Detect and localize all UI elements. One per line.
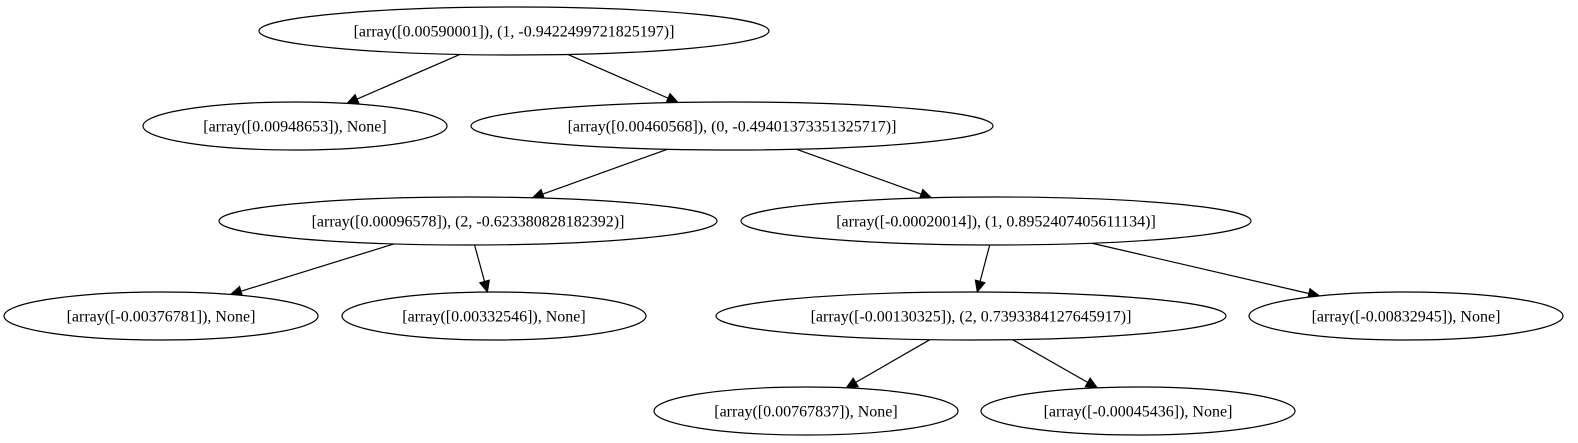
node-ellipse bbox=[1248, 291, 1564, 341]
edge-line bbox=[240, 243, 395, 292]
edge-line bbox=[796, 148, 922, 195]
edge-line bbox=[979, 244, 991, 282]
arrowhead-icon bbox=[345, 93, 360, 105]
node-label: [array([0.00767837]), None] bbox=[714, 404, 897, 421]
node-ellipse bbox=[142, 101, 448, 151]
arrowhead-icon bbox=[1084, 377, 1099, 389]
edge-line bbox=[855, 339, 931, 383]
node-ellipse bbox=[653, 386, 959, 436]
edge-n2-n4 bbox=[796, 148, 933, 200]
node-label: [array([-0.00045436]), None] bbox=[1044, 404, 1233, 421]
node-ellipse bbox=[218, 196, 718, 246]
edge-line bbox=[473, 244, 486, 282]
node-ellipse bbox=[740, 196, 1252, 246]
edge-line bbox=[356, 53, 461, 100]
node-ellipse bbox=[3, 291, 319, 341]
tree-node-n6: [array([0.00332546]), None] bbox=[341, 291, 647, 341]
edge-line bbox=[1012, 339, 1088, 383]
node-ellipse bbox=[258, 6, 770, 56]
arrowhead-icon bbox=[974, 279, 986, 294]
edge-n0-n1 bbox=[345, 53, 461, 105]
node-label: [array([-0.00376781]), None] bbox=[67, 309, 256, 326]
edge-n4-n8 bbox=[1091, 242, 1321, 299]
tree-node-n9: [array([0.00767837]), None] bbox=[653, 386, 959, 436]
node-label: [array([-0.00020014]), (1, 0.89524074056… bbox=[836, 214, 1156, 231]
tree-node-n10: [array([-0.00045436]), None] bbox=[980, 386, 1296, 436]
arrowhead-icon bbox=[845, 377, 860, 389]
edge-n7-n10 bbox=[1012, 339, 1099, 389]
node-label: [array([-0.00832945]), None] bbox=[1312, 309, 1501, 326]
node-label: [array([0.00948653]), None] bbox=[203, 119, 386, 136]
edge-n7-n9 bbox=[845, 339, 931, 389]
node-ellipse bbox=[470, 101, 994, 151]
edge-n0-n2 bbox=[567, 53, 680, 104]
node-label: [array([-0.00130325]), (2, 0.73933841276… bbox=[811, 309, 1132, 326]
node-ellipse bbox=[341, 291, 647, 341]
tree-node-n5: [array([-0.00376781]), None] bbox=[3, 291, 319, 341]
node-layer: [array([0.00590001]), (1, -0.94224997218… bbox=[3, 6, 1564, 436]
tree-node-n8: [array([-0.00832945]), None] bbox=[1248, 291, 1564, 341]
tree-node-n4: [array([-0.00020014]), (1, 0.89524074056… bbox=[740, 196, 1252, 246]
tree-node-n1: [array([0.00948653]), None] bbox=[142, 101, 448, 151]
edge-n3-n6 bbox=[473, 244, 490, 294]
edge-n3-n5 bbox=[229, 243, 395, 297]
edge-line bbox=[1091, 242, 1309, 295]
edge-n2-n3 bbox=[531, 148, 668, 200]
edge-line bbox=[542, 148, 668, 195]
tree-node-n7: [array([-0.00130325]), (2, 0.73933841276… bbox=[715, 291, 1227, 341]
edge-line bbox=[567, 53, 669, 99]
node-ellipse bbox=[980, 386, 1296, 436]
tree-node-n2: [array([0.00460568]), (0, -0.49401373351… bbox=[470, 101, 994, 151]
arrowhead-icon bbox=[478, 279, 490, 294]
tree-node-n3: [array([0.00096578]), (2, -0.62338082818… bbox=[218, 196, 718, 246]
node-label: [array([0.00590001]), (1, -0.94224997218… bbox=[354, 24, 675, 41]
arrowhead-icon bbox=[665, 92, 680, 104]
tree-node-n0: [array([0.00590001]), (1, -0.94224997218… bbox=[258, 6, 770, 56]
edge-n4-n7 bbox=[974, 244, 991, 294]
node-ellipse bbox=[715, 291, 1227, 341]
node-label: [array([0.00332546]), None] bbox=[402, 309, 585, 326]
node-label: [array([0.00096578]), (2, -0.62338082818… bbox=[312, 214, 625, 231]
node-label: [array([0.00460568]), (0, -0.49401373351… bbox=[568, 119, 897, 136]
